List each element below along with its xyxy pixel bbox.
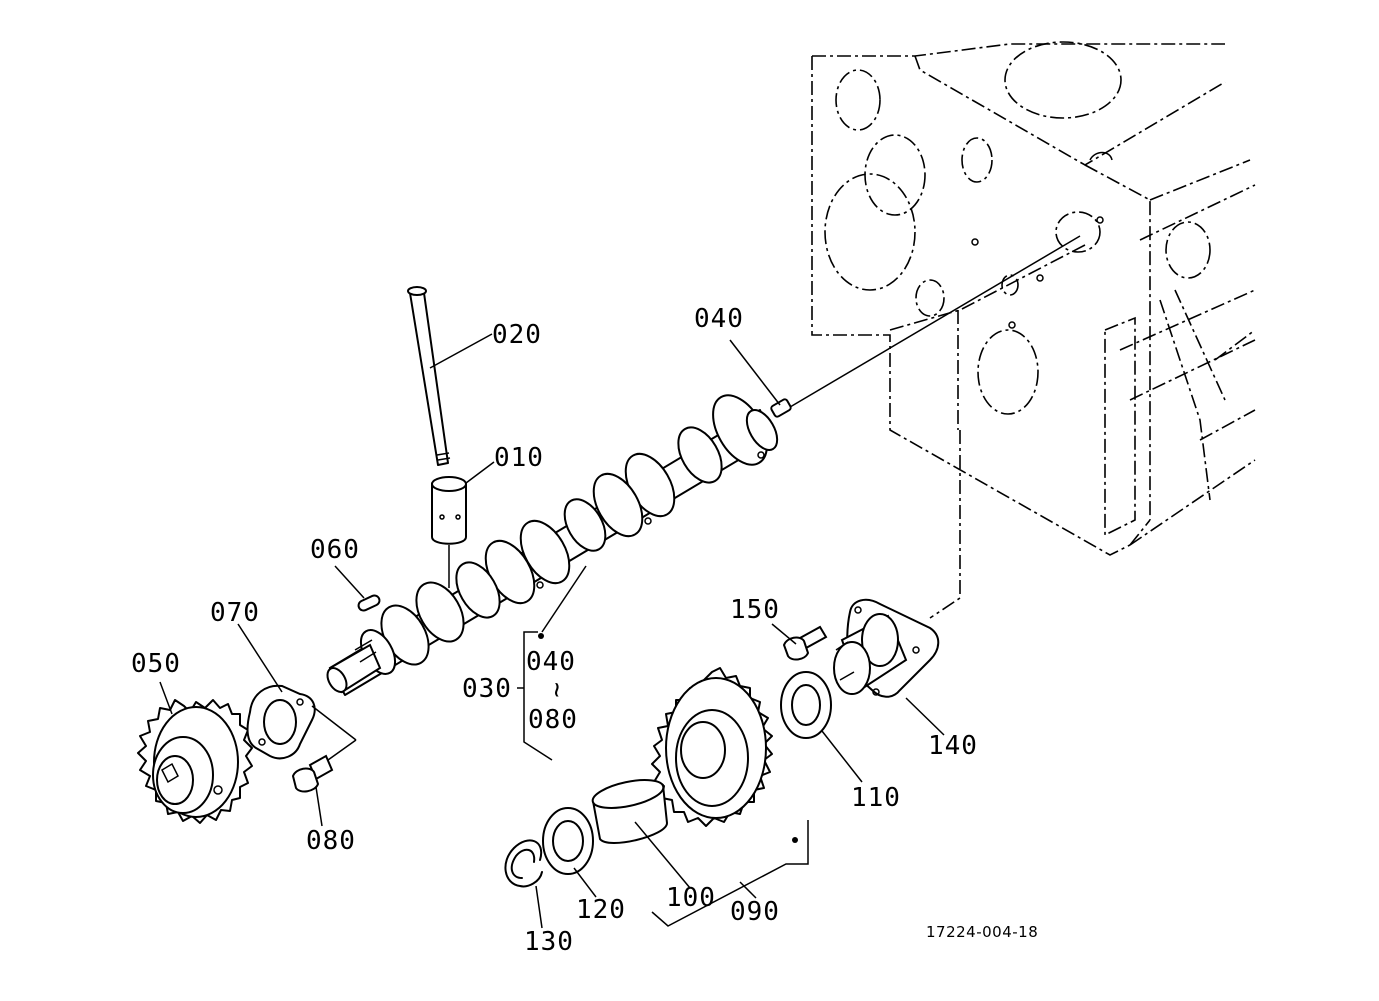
label-110: 110 (851, 783, 901, 813)
thrust-washer (780, 671, 832, 739)
bolt (291, 754, 334, 793)
pin (770, 398, 792, 418)
label-120: 120 (576, 895, 626, 925)
label-010: 010 (494, 443, 544, 473)
label-080-range: 080 (528, 705, 578, 735)
alignment-line-plate (929, 430, 961, 619)
label-090: 090 (730, 897, 780, 927)
camshaft (326, 394, 779, 696)
label-130: 130 (524, 927, 574, 957)
label-040-pin: 040 (694, 304, 744, 334)
idle-gear (651, 667, 773, 827)
label-range-separator: ~ (542, 682, 572, 699)
bushing (591, 779, 669, 844)
cam-gear (137, 699, 253, 824)
idle-gear-shaft (833, 598, 940, 698)
bracket-090-dot (792, 837, 798, 843)
push-rod (407, 286, 451, 466)
label-060: 060 (310, 535, 360, 565)
label-040-range: 040 (526, 647, 576, 677)
label-030: 030 (462, 674, 512, 704)
bracket-030 (523, 631, 553, 761)
label-080-bolt: 080 (306, 826, 356, 856)
label-150: 150 (730, 595, 780, 625)
bolt-150 (782, 625, 828, 661)
circlip (504, 839, 543, 888)
bracket-030-dot (538, 633, 544, 639)
label-100: 100 (666, 883, 716, 913)
label-050: 050 (131, 649, 181, 679)
washer (542, 807, 594, 875)
label-020: 020 (492, 320, 542, 350)
tappet (431, 476, 467, 588)
label-070: 070 (210, 598, 260, 628)
thrust-plate (246, 684, 357, 761)
label-140: 140 (928, 731, 978, 761)
reference-code: 17224-004-18 (926, 923, 1038, 941)
key (357, 594, 381, 612)
engine-block-outline (811, 41, 1256, 556)
leader-lines (159, 333, 945, 929)
bracket-090 (651, 820, 809, 927)
alignment-line (784, 235, 1081, 411)
